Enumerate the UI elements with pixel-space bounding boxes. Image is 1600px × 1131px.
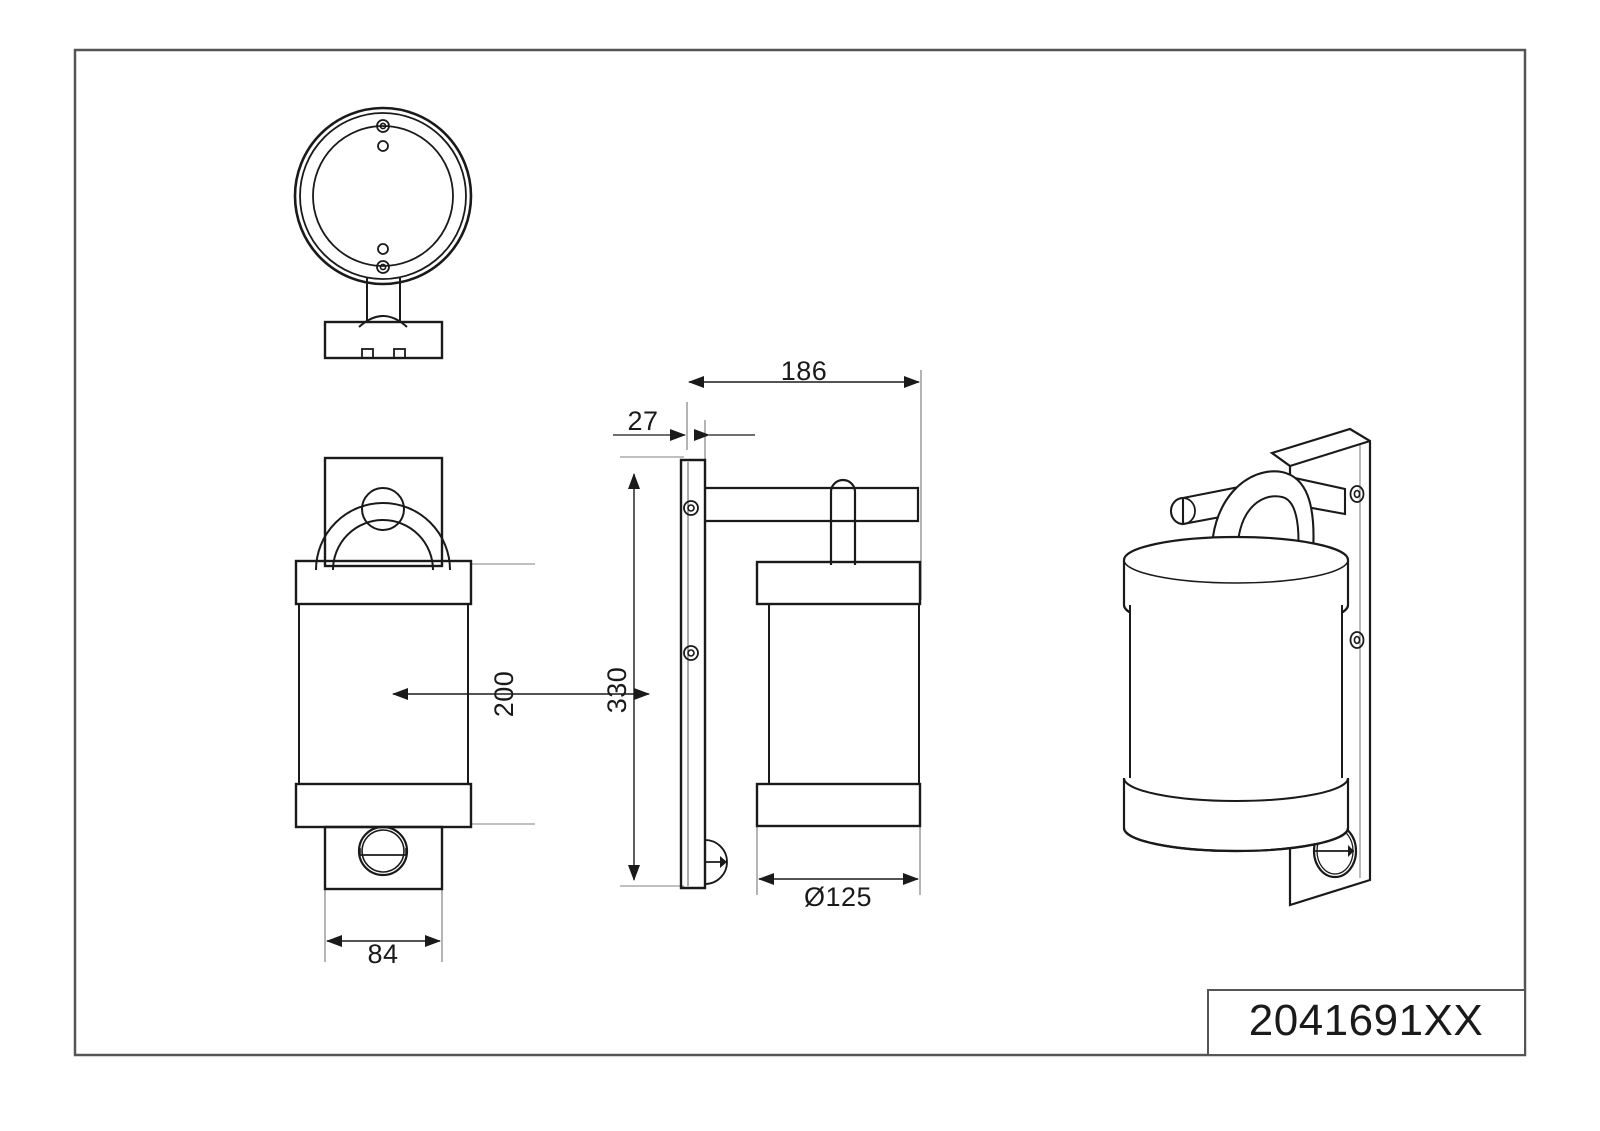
perspective-screw-lower bbox=[1349, 631, 1365, 649]
side-view-arm bbox=[704, 486, 920, 523]
side-view-dimension-lines bbox=[613, 370, 922, 895]
title-block-label: 2041691XX bbox=[1249, 996, 1484, 1045]
front-view-bottom-cap bbox=[294, 782, 473, 829]
top-view-tab-left bbox=[361, 348, 374, 359]
perspective-view bbox=[1122, 427, 1372, 907]
side-view-screw-lower bbox=[683, 645, 699, 661]
top-view-outer-circle bbox=[293, 106, 473, 286]
top-view-screw-top bbox=[376, 119, 390, 133]
side-view-wall-plate bbox=[679, 458, 728, 890]
top-view bbox=[293, 106, 473, 360]
sheet-frame bbox=[73, 48, 1527, 1057]
top-view-arm bbox=[358, 278, 408, 328]
side-view-diffuser bbox=[768, 603, 920, 785]
front-view-screw bbox=[357, 825, 409, 877]
perspective-screw-upper bbox=[1349, 485, 1365, 503]
side-view-connector bbox=[829, 478, 857, 565]
top-view-hole-upper bbox=[377, 140, 389, 152]
front-view-dimension-lines bbox=[324, 563, 650, 962]
side-view bbox=[679, 458, 922, 890]
front-view-top-cap bbox=[294, 559, 473, 606]
front-view-arm-endcap bbox=[361, 487, 405, 531]
dimension-label-27: 27 bbox=[627, 406, 658, 436]
top-view-ring-circle bbox=[299, 112, 467, 280]
side-view-screw-upper bbox=[683, 500, 699, 516]
front-view-lower-plate bbox=[323, 825, 444, 891]
side-view-fitting-screw bbox=[704, 839, 728, 885]
title-block bbox=[1207, 989, 1526, 1056]
dimension-label-84: 84 bbox=[367, 939, 398, 969]
front-view-arm bbox=[315, 487, 451, 571]
front-view-upper-plate bbox=[323, 456, 444, 568]
side-view-top-cap bbox=[755, 560, 922, 606]
top-view-hole-lower bbox=[377, 243, 389, 255]
dimension-label-200: 200 bbox=[489, 671, 519, 718]
top-view-wall-plate bbox=[323, 320, 444, 360]
top-view-screw-bottom bbox=[376, 260, 390, 274]
top-view-tab-right bbox=[393, 348, 406, 359]
dimension-label-330: 330 bbox=[602, 667, 632, 714]
top-view-inner-circle bbox=[312, 125, 454, 267]
front-view bbox=[294, 456, 473, 891]
dimension-label-186: 186 bbox=[781, 356, 828, 386]
side-view-bottom-cap bbox=[755, 782, 922, 828]
dimension-label-diameter-125: Ø125 bbox=[804, 882, 872, 912]
perspective-bottom-cap bbox=[1122, 777, 1350, 853]
